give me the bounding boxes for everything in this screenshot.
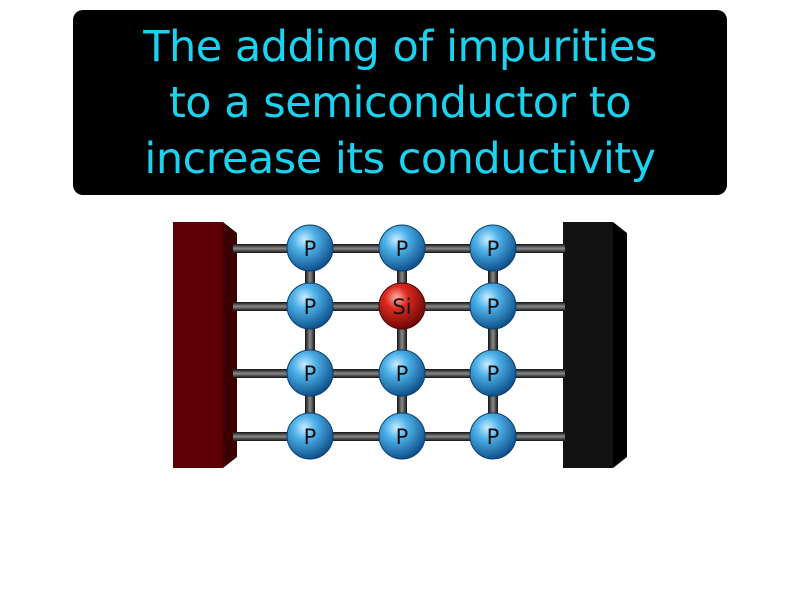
atom-label: P	[487, 425, 500, 449]
atom-label: P	[487, 237, 500, 261]
atom-sphere	[378, 412, 426, 460]
definition-line-1: The adding of impurities	[143, 21, 657, 72]
atom-label: P	[396, 237, 409, 261]
atom-sphere	[286, 349, 334, 397]
dopant-atom: P	[469, 224, 517, 272]
left-electrode	[173, 222, 237, 468]
atom-label: P	[396, 425, 409, 449]
dopant-atom: P	[286, 412, 334, 460]
dopant-atom: P	[469, 412, 517, 460]
vertical-bond	[305, 247, 315, 437]
dopant-atom: P	[469, 349, 517, 397]
atom-label: P	[304, 425, 317, 449]
dopant-atom: P	[286, 224, 334, 272]
atom-sphere	[378, 282, 426, 330]
atom-label: P	[304, 362, 317, 386]
atom-label: P	[487, 295, 500, 319]
atom-sphere	[469, 349, 517, 397]
atom-sphere	[378, 349, 426, 397]
dopant-atom: P	[378, 224, 426, 272]
atom-label: P	[304, 237, 317, 261]
atom-sphere	[378, 224, 426, 272]
definition-box: The adding of impurities to a semiconduc…	[73, 10, 727, 195]
right-electrode	[563, 222, 627, 468]
dopant-atom: P	[286, 349, 334, 397]
definition-line-2: to a semiconductor to	[168, 77, 632, 128]
atom-sphere	[286, 412, 334, 460]
dopant-atom: P	[378, 412, 426, 460]
dopant-atom: P	[286, 282, 334, 330]
dopant-atom: P	[378, 349, 426, 397]
atom-sphere	[469, 412, 517, 460]
definition-line-3: increase its conductivity	[144, 133, 656, 184]
vertical-bond	[397, 247, 407, 437]
atom-label: Si	[392, 295, 411, 319]
atom-sphere	[469, 282, 517, 330]
dopant-atom: P	[469, 282, 517, 330]
impurity-atom: Si	[378, 282, 426, 330]
atom-label: P	[487, 362, 500, 386]
atom-sphere	[469, 224, 517, 272]
vertical-bond	[488, 247, 498, 437]
atom-label: P	[304, 295, 317, 319]
atom-sphere	[286, 282, 334, 330]
vertical-bonds	[305, 247, 498, 437]
atom-label: P	[396, 362, 409, 386]
atom-sphere	[286, 224, 334, 272]
